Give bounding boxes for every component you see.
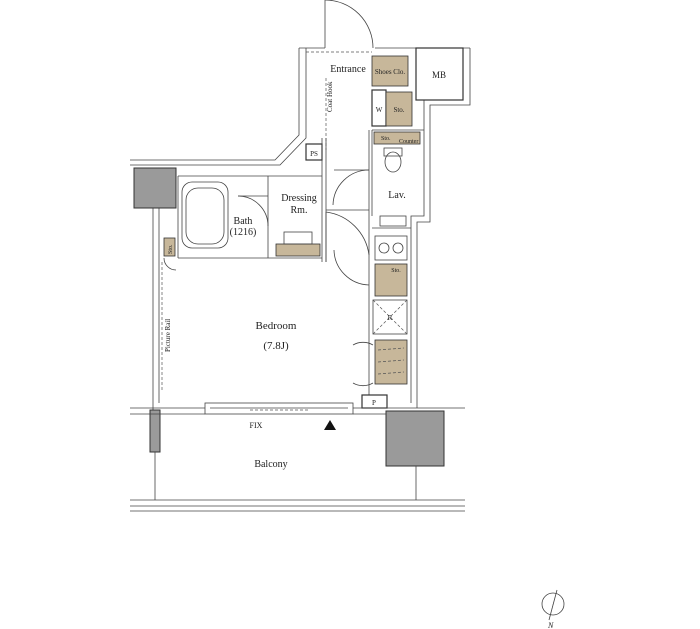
bathtub: [181, 181, 229, 249]
bedroom-storage-door[interactable]: [163, 257, 177, 271]
lavatory-label: Lav.: [388, 190, 405, 201]
interior-walls: [177, 129, 424, 400]
picture-rail-label: Picture Rail: [164, 319, 172, 352]
column-southeast: [385, 410, 445, 467]
lavatory-door[interactable]: [333, 169, 370, 286]
entrance-storage-label: Sto.: [393, 106, 404, 114]
stove: [374, 235, 408, 261]
entrance-door[interactable]: [324, 0, 374, 49]
washbasin: [379, 215, 407, 227]
closet-door-upper[interactable]: [352, 341, 374, 346]
bath-label-1: Bath: [234, 216, 253, 227]
dressing-room-label-1: Dressing: [281, 193, 317, 204]
shoes-closet: [371, 55, 409, 87]
bath-label-2: (1216): [230, 227, 257, 238]
column-northwest: [133, 167, 177, 209]
dressing-shelf: [275, 243, 321, 257]
washer-label: W: [376, 106, 383, 114]
pipe-space-label: P: [372, 399, 376, 407]
exterior-walls: [130, 47, 471, 410]
counter-label: Counter: [399, 139, 418, 145]
north-label: N: [547, 621, 554, 629]
balcony-railing: [130, 452, 465, 512]
kitchen-storage: [374, 263, 408, 297]
column-southwest: [149, 409, 161, 453]
meter-box: [415, 47, 464, 101]
entrance-label: Entrance: [330, 64, 366, 75]
kitchen-storage-label: Sto.: [391, 268, 401, 274]
lavatory-door-swing: [332, 169, 370, 206]
bedroom-door[interactable]: [325, 211, 370, 262]
kitchen: Sto. R: [352, 235, 408, 387]
refrigerator: [372, 299, 408, 335]
counter-storage: [373, 131, 421, 145]
counter-storage-label: Sto.: [381, 136, 391, 142]
window-fix: [204, 402, 354, 415]
fix-label: FIX: [250, 421, 263, 430]
north-arrow-icon: [541, 589, 565, 621]
balcony-label: Balcony: [254, 459, 287, 470]
mb-label: MB: [432, 70, 446, 80]
closet-door-lower[interactable]: [352, 382, 374, 387]
bedroom-size-label: (7.8J): [263, 340, 289, 352]
entrance-storage: [385, 91, 413, 127]
dressing-door-swing: [237, 195, 269, 227]
dressing-room-label-2: Rm.: [291, 205, 308, 216]
bedroom-label: Bedroom: [256, 320, 297, 332]
toilet: [384, 151, 402, 173]
ps-label: PS: [310, 150, 318, 158]
main-entry-arrow-icon: [324, 420, 336, 430]
coat-hook-label: Coat Hook: [326, 81, 334, 112]
bedroom-storage: [163, 237, 176, 257]
refrigerator-label: R: [388, 314, 393, 322]
bedroom-storage-label: Sto.: [168, 244, 174, 254]
shoes-closet-label: Shoes Clo.: [375, 68, 406, 76]
